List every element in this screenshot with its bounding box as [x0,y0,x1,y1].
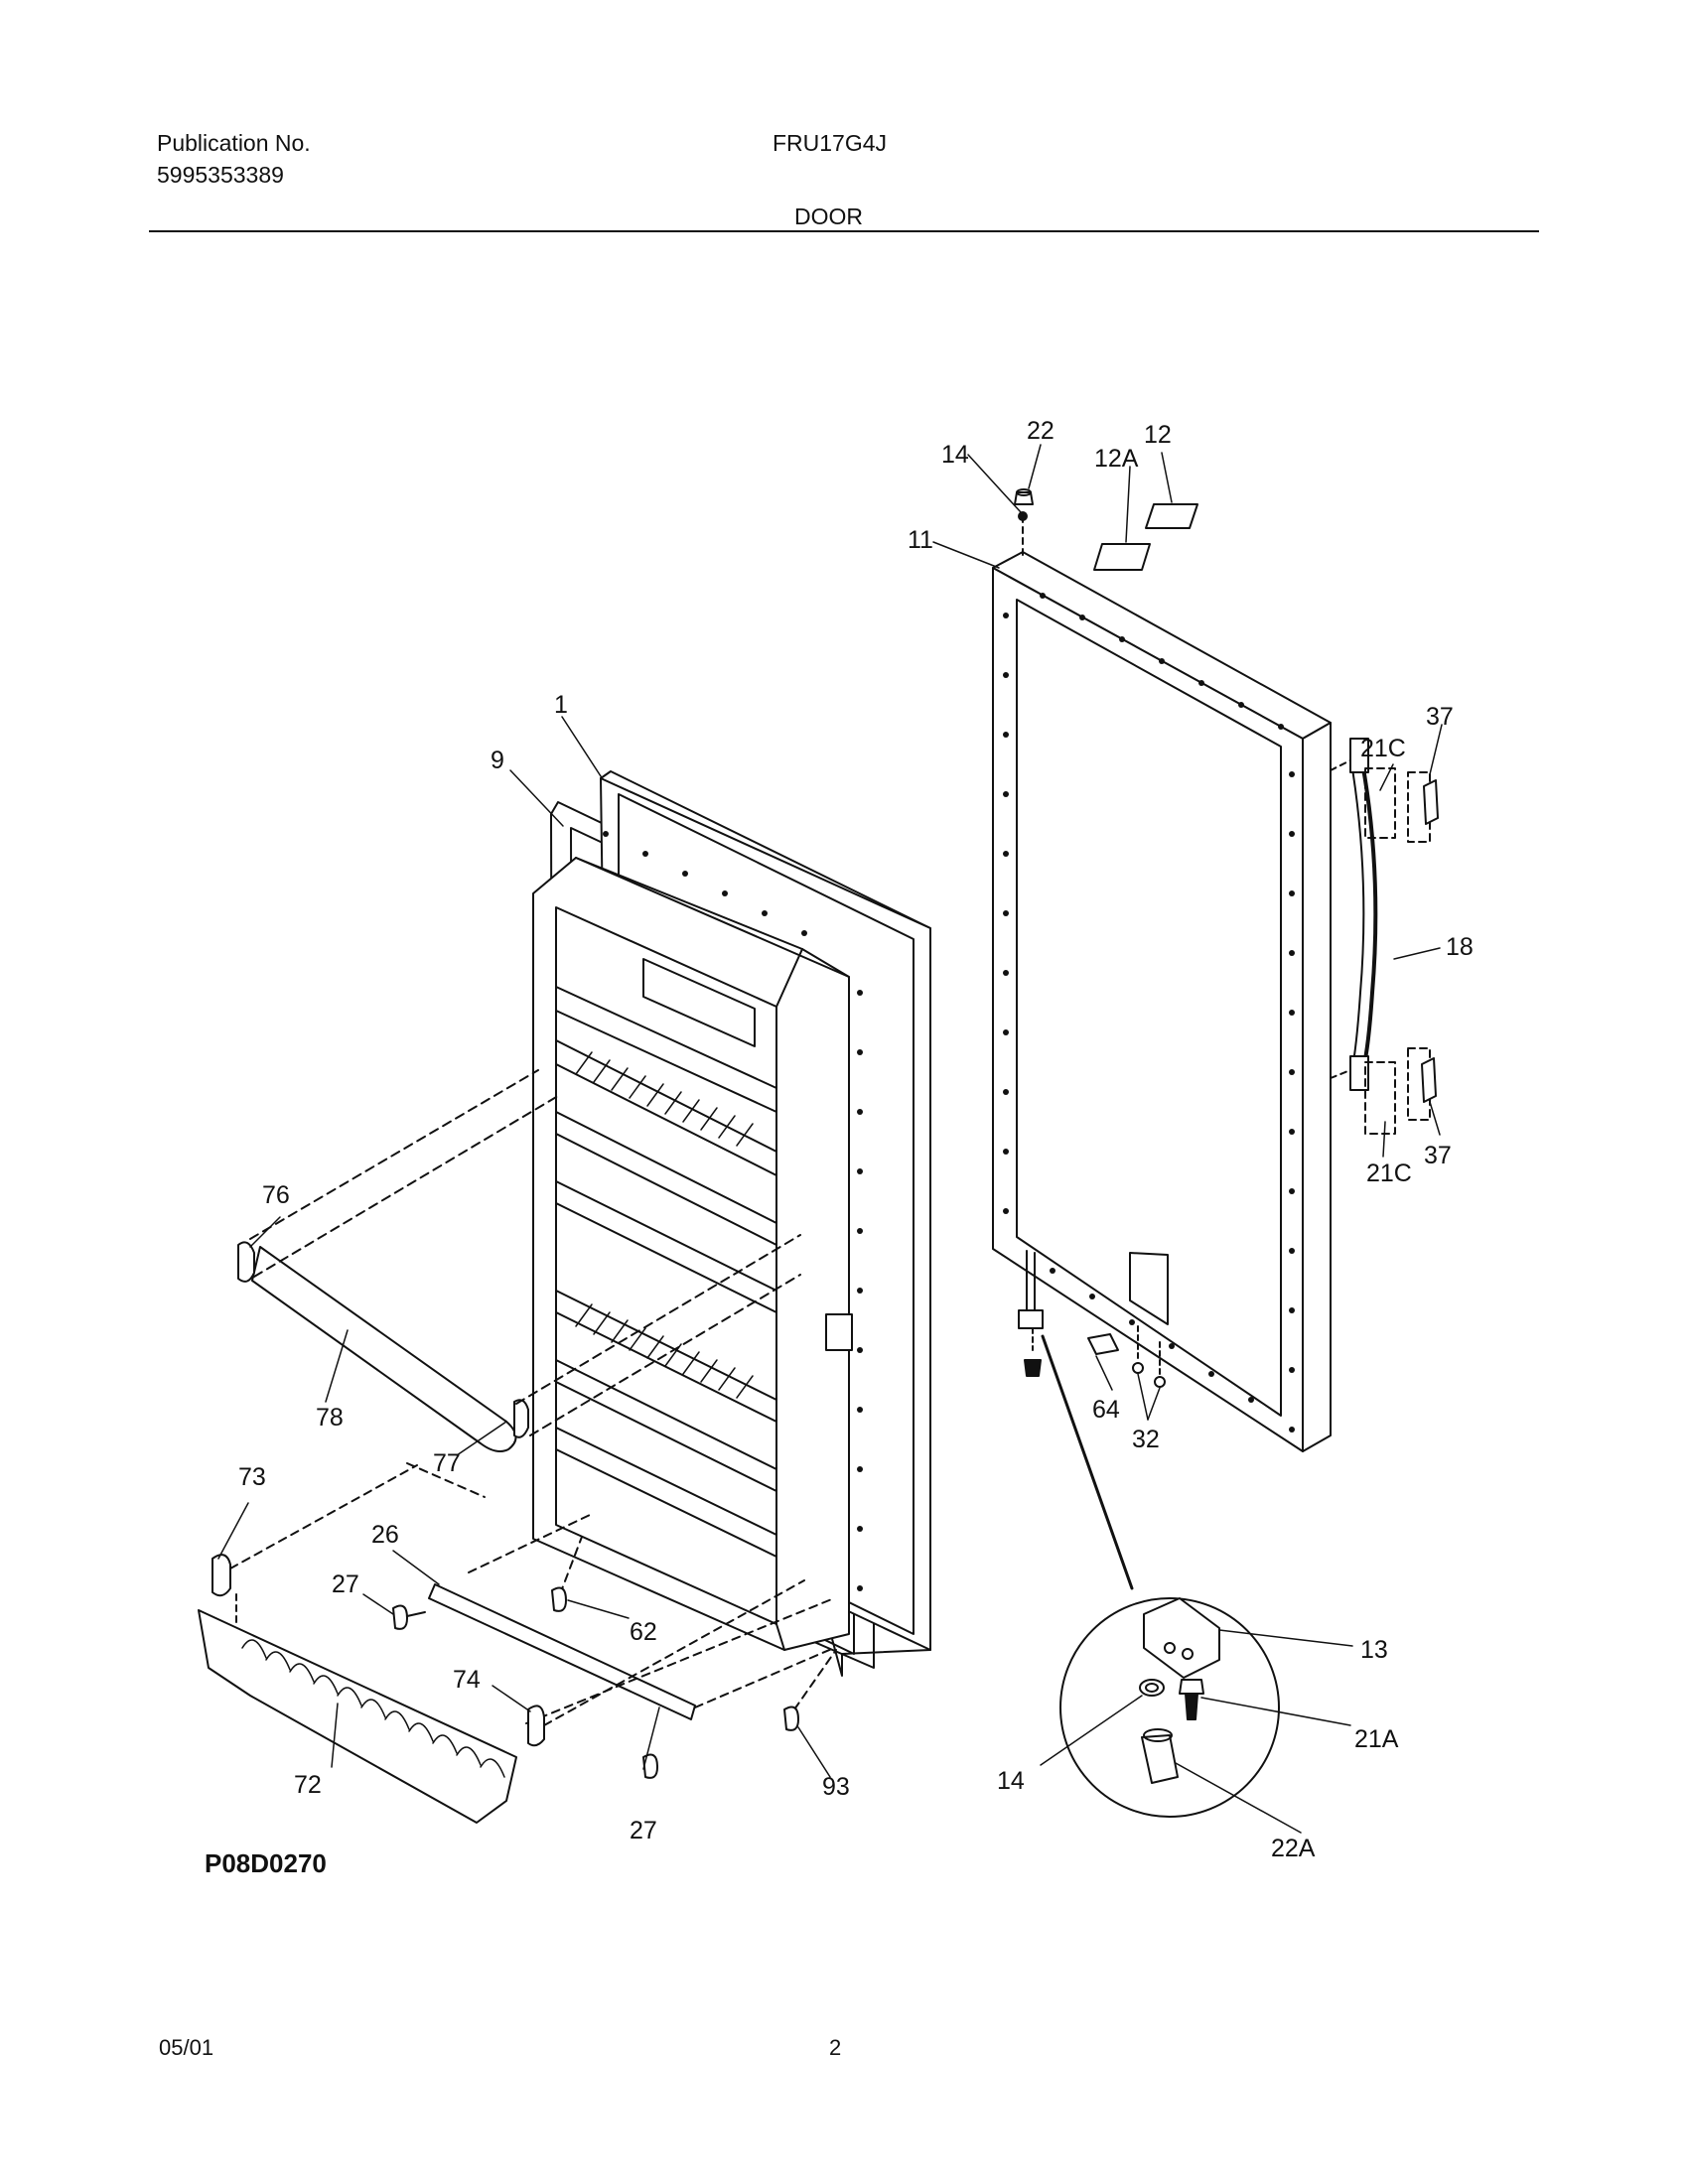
callout-37-bottom: 37 [1424,1142,1452,1169]
top-hinge-parts [1014,488,1198,571]
callout-12a: 12A [1094,445,1139,473]
callout-93: 93 [822,1773,850,1801]
lower-bar-assembly [392,1514,837,1779]
header-rule [149,230,1539,232]
model-number: FRU17G4J [773,130,888,156]
publication-label: Publication No. [157,130,311,156]
callout-73: 73 [238,1463,266,1491]
callout-64: 64 [1092,1396,1120,1424]
section-title: DOOR [794,204,863,229]
page-number: 2 [829,2035,842,2060]
callout-22a: 22A [1271,1835,1316,1862]
callout-14-detail: 14 [997,1767,1025,1795]
callout-13: 13 [1360,1636,1388,1664]
callout-37-top: 37 [1426,703,1454,731]
door-handle-assembly [1330,738,1439,1135]
hinge-detail-circle [1059,1597,1280,1818]
callout-32: 32 [1132,1426,1160,1453]
callout-21a: 21A [1354,1725,1399,1753]
callout-27-bottom: 27 [630,1817,657,1844]
callout-12: 12 [1144,421,1172,449]
callout-74: 74 [453,1666,481,1694]
bottom-hinge-parts [1018,1250,1166,1590]
callout-leaders [217,444,1443,1834]
callout-labels: 1 9 11 12 12A 13 14 14 18 21A 21C 21C 22… [205,417,1474,1878]
door-liner-shelves [532,857,853,1651]
callout-62: 62 [630,1618,657,1646]
callout-22: 22 [1027,417,1055,445]
callout-77: 77 [433,1449,461,1477]
kick-plate-assembly [198,1462,805,1824]
drawing-code: P08D0270 [205,1848,327,1878]
callout-26: 26 [371,1521,399,1549]
shelf-bar-assembly [237,1069,801,1452]
callout-14-top: 14 [941,441,969,469]
callout-11: 11 [908,526,933,554]
callout-78: 78 [316,1404,344,1432]
callout-18: 18 [1446,933,1474,961]
callout-76: 76 [262,1181,290,1209]
outer-door-panel [992,551,1332,1452]
callout-21c-top: 21C [1360,735,1406,762]
callout-1: 1 [554,691,568,719]
footer-date: 05/01 [159,2035,214,2060]
callout-27-left: 27 [332,1570,359,1598]
callout-72: 72 [294,1771,322,1799]
callout-21c-bottom: 21C [1366,1160,1412,1187]
callout-9: 9 [491,747,504,774]
publication-number: 5995353389 [157,162,284,188]
